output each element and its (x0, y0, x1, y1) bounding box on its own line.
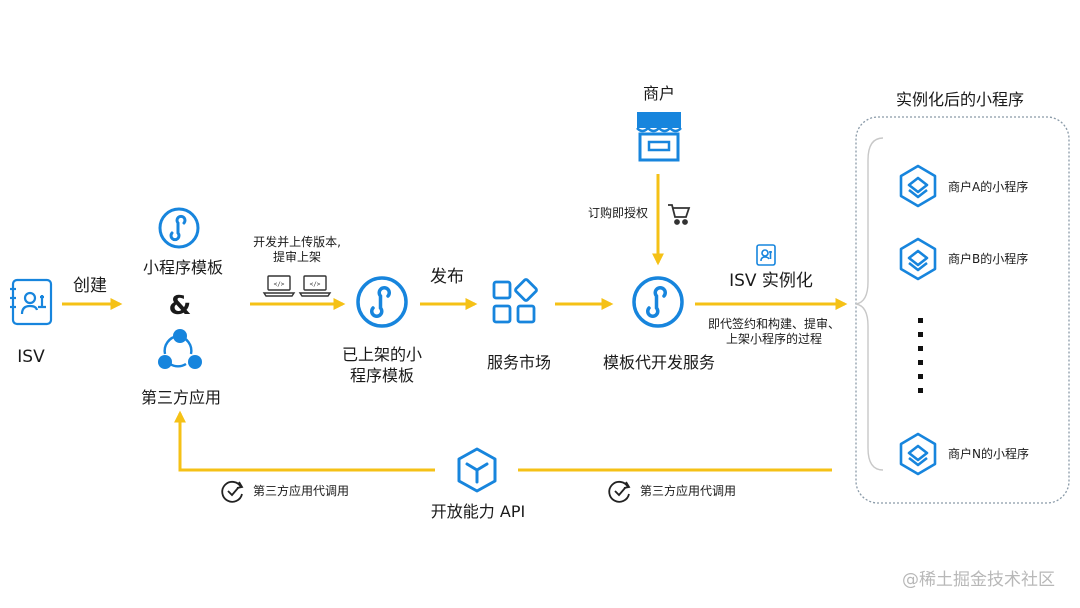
subscribe-label: 订购即授权 (587, 206, 649, 220)
miniprogram-icon (356, 276, 408, 328)
isv-instance-label: ISV 实例化 (729, 271, 813, 291)
api-label: 开放能力 API (430, 502, 526, 521)
laptop-code-icon: </> (262, 275, 296, 297)
instances-title: 实例化后的小程序 (895, 90, 1025, 109)
create-label: 创建 (73, 276, 107, 296)
publish-label: 发布 (430, 267, 464, 287)
apps-grid-icon (492, 278, 538, 324)
published-label-line2: 程序模板 (349, 366, 415, 385)
template-label: 小程序模板 (142, 258, 224, 277)
cube-icon (457, 447, 497, 493)
develop-label-line2: 提审上架 (272, 250, 322, 264)
proxy-label-line1: 即代签约和构建、提审、 (707, 317, 841, 331)
hexagon-app-icon (899, 237, 937, 281)
miniprogram-icon (158, 207, 200, 249)
network-icon (158, 329, 202, 369)
badge-small-icon (756, 244, 776, 266)
instances-container (855, 116, 1070, 504)
ellipsis-dots (918, 318, 923, 393)
refresh-check-icon (608, 480, 631, 503)
instance-n-label: 商户N的小程序 (948, 447, 1029, 461)
proxy-label-line2: 上架小程序的过程 (725, 332, 823, 346)
isv-badge-icon (10, 278, 53, 326)
develop-label-line1: 开发并上传版本, (253, 235, 341, 249)
instances-bracket (855, 137, 884, 471)
cart-icon (668, 204, 691, 225)
call-label-left: 第三方应用代调用 (253, 484, 350, 498)
store-icon (636, 112, 682, 162)
instance-b-label: 商户B的小程序 (948, 252, 1029, 266)
service-label: 模板代开发服务 (602, 353, 716, 372)
instance-a-label: 商户A的小程序 (948, 180, 1029, 194)
svg-text:</>: </> (274, 281, 285, 288)
call-label-right: 第三方应用代调用 (640, 484, 737, 498)
third-party-label: 第三方应用 (140, 388, 222, 407)
ampersand: & (168, 291, 192, 321)
watermark: @稀土掘金技术社区 (902, 570, 1055, 590)
published-label-line1: 已上架的小 (341, 345, 423, 364)
isv-label: ISV (17, 347, 45, 367)
market-label: 服务市场 (486, 353, 552, 372)
hexagon-app-icon (899, 432, 937, 476)
merchant-label: 商户 (642, 84, 676, 103)
laptop-code-icon: </> (298, 275, 332, 297)
refresh-check-icon (221, 480, 244, 503)
hexagon-app-icon (899, 164, 937, 208)
arrow-return-left (174, 410, 435, 472)
miniprogram-icon (632, 276, 684, 328)
svg-text:</>: </> (310, 281, 321, 288)
arrows (62, 174, 848, 472)
